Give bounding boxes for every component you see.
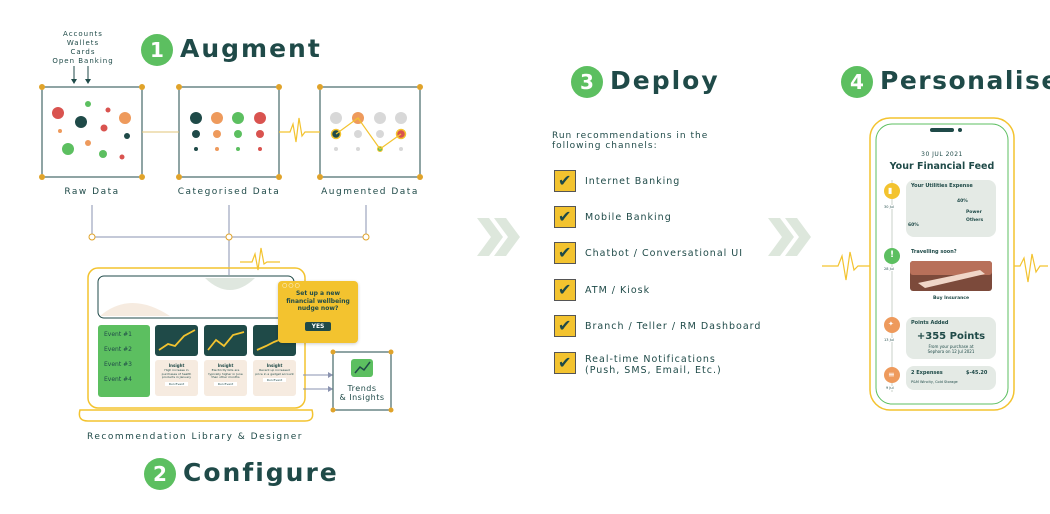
augmented-data-label: Augmented Data	[321, 187, 419, 197]
channel-internet-banking: Internet Banking	[585, 176, 681, 187]
trends-line-2: & Insights	[339, 393, 385, 402]
chart-icon: ▮	[888, 186, 893, 195]
feed-title: Your Financial Feed	[889, 161, 995, 172]
insight-text: High increase in purchases of health pro…	[161, 368, 192, 379]
raw-data-label: Raw Data	[64, 187, 120, 197]
check-icon: ✔	[558, 316, 572, 335]
utilities-card[interactable]	[906, 180, 996, 237]
deploy-intro: Run recommendations in the following cha…	[552, 131, 708, 151]
expenses-card[interactable]	[906, 366, 996, 390]
feed-date: 30 JUL 2021	[921, 151, 963, 158]
run-event-button[interactable]: Run Event	[214, 381, 237, 386]
trends-line-1: Trends	[347, 384, 377, 393]
checkbox-atm-kiosk[interactable]: ✔	[554, 279, 576, 301]
points-card[interactable]	[906, 317, 996, 359]
trends-label: Trends & Insights	[333, 384, 391, 402]
source-open-banking: Open Banking	[52, 57, 114, 65]
library-label: Recommendation Library & Designer	[87, 432, 303, 442]
nudge-popup: ○○○ Set up a new financial wellbeing nud…	[278, 281, 358, 343]
utilities-pct-others: 60%	[908, 223, 919, 228]
insight-title: Insight	[217, 363, 234, 368]
expenses-title: 2 Expenses	[911, 370, 943, 376]
legend-others: Others	[966, 218, 984, 223]
source-accounts: Accounts	[63, 30, 103, 38]
insight-text: Electricity bills are typically higher i…	[208, 368, 243, 379]
check-icon: ✔	[558, 171, 572, 190]
insight-text: Recent up increased price in a gadget ac…	[255, 368, 294, 376]
checkbox-chatbot[interactable]: ✔	[554, 242, 576, 264]
channel-mobile-banking: Mobile Banking	[585, 212, 672, 223]
step-2-number: 2	[144, 458, 176, 490]
checkbox-mobile-banking[interactable]: ✔	[554, 206, 576, 228]
channel-notifications-sub: (Push, SMS, Email, Etc.)	[585, 365, 722, 376]
source-cards: Cards	[70, 48, 96, 56]
insight-card-3: Insight Recent up increased price in a g…	[253, 360, 296, 396]
categorised-data-label: Categorised Data	[177, 187, 281, 197]
checkbox-notifications[interactable]: ✔	[554, 352, 576, 374]
checkbox-internet-banking[interactable]: ✔	[554, 170, 576, 192]
event-item-2[interactable]: Event #2	[104, 346, 132, 353]
step-3-title: Deploy	[610, 66, 720, 95]
buy-insurance-button[interactable]: Buy Insurance	[926, 295, 976, 302]
source-wallets: Wallets	[66, 39, 100, 47]
nudge-dots: ○○○	[282, 282, 301, 289]
step-3-number: 3	[571, 66, 603, 98]
event-item-4[interactable]: Event #4	[104, 376, 132, 383]
expenses-date: 9 Jul	[884, 386, 896, 390]
insight-card-2: Insight Electricity bills are typically …	[204, 360, 247, 396]
travel-date: 28 Jul	[882, 267, 896, 271]
channel-atm-kiosk: ATM / Kiosk	[585, 285, 651, 296]
utilities-pct-power: 40%	[957, 199, 968, 204]
step-1-number: 1	[141, 34, 173, 66]
legend-power: Power	[966, 210, 982, 215]
alert-icon: !	[890, 250, 895, 260]
points-sub-2: Sephora on 12 Jul 2021	[927, 349, 975, 354]
data-sources: Accounts Wallets Cards Open Banking	[48, 30, 118, 66]
points-title: Points Added	[911, 320, 949, 326]
utilities-date: 30 Jul	[882, 205, 896, 209]
deploy-intro-line-1: Run recommendations in the	[552, 131, 709, 141]
checkbox-branch-teller[interactable]: ✔	[554, 315, 576, 337]
insight-title: Insight	[266, 363, 283, 368]
check-icon: ✔	[558, 353, 572, 372]
channel-notifications: Real-time Notifications	[585, 354, 716, 365]
points-sub-1: From your purchase at	[928, 344, 974, 349]
utilities-title: Your Utilities Expense	[911, 183, 973, 189]
points-date: 13 Jul	[882, 338, 896, 342]
receipt-icon: ≡	[888, 370, 895, 379]
expenses-sub: P&M Wincity, Cold Storage	[911, 380, 958, 384]
nudge-text: Set up a new financial wellbeing nudge n…	[286, 290, 350, 312]
event-item-1[interactable]: Event #1	[104, 331, 132, 338]
expenses-amount: $-45.20	[966, 370, 988, 376]
insight-card-1: Insight High increase in purchases of he…	[155, 360, 198, 396]
event-list	[98, 325, 150, 397]
check-icon: ✔	[558, 243, 572, 262]
event-item-3[interactable]: Event #3	[104, 361, 132, 368]
channel-branch-teller: Branch / Teller / RM Dashboard	[585, 321, 762, 332]
deploy-intro-line-2: following channels:	[552, 141, 658, 151]
step-4-number: 4	[841, 66, 873, 98]
check-icon: ✔	[558, 207, 572, 226]
channel-chatbot: Chatbot / Conversational UI	[585, 248, 744, 259]
travel-title: Travelling soon?	[911, 249, 957, 255]
nudge-yes-button[interactable]: YES	[304, 321, 332, 331]
step-4-title: Personalise	[880, 66, 1050, 95]
check-icon: ✔	[558, 280, 572, 299]
points-value: +355 Points	[916, 331, 986, 342]
points-icon: ✦	[888, 320, 894, 328]
run-event-button[interactable]: Run Event	[165, 381, 188, 386]
step-2-title: Configure	[183, 458, 339, 487]
run-event-button[interactable]: Run Event	[263, 378, 286, 382]
insight-title: Insight	[168, 363, 185, 368]
step-1-title: Augment	[180, 34, 322, 63]
